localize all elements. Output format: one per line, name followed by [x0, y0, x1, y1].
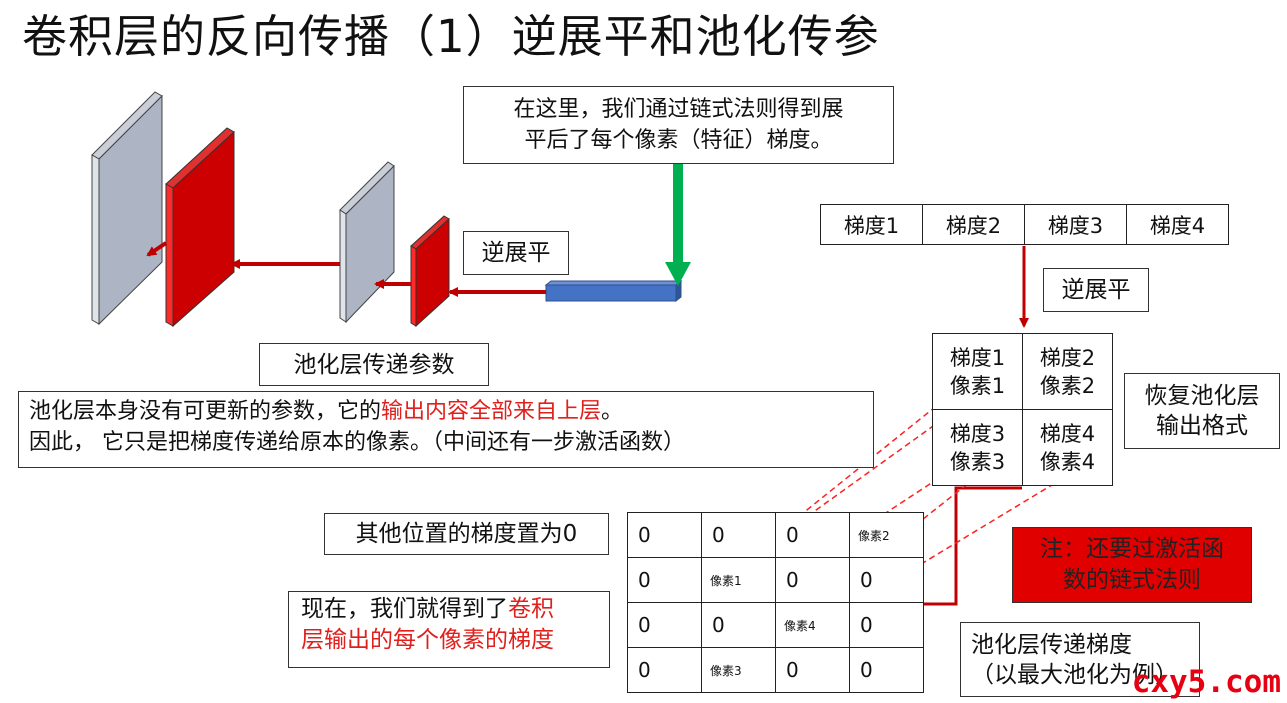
conv-output-gradient-grid: 0 0 0 像素2 0 像素1 0 0 0 0 像素4 0 0 像素3 0 0: [627, 512, 924, 693]
grid-cell: 0: [627, 557, 702, 603]
grid-cell: 0: [627, 647, 702, 693]
callout-line-2: 平后了每个像素（特征）梯度。: [524, 128, 833, 153]
warning-activation-note: 注：还要过激活函 数的链式法则: [1012, 527, 1252, 603]
grid-cell: 0: [849, 647, 924, 693]
grid-cell: 0: [775, 557, 850, 603]
label-unflatten-right: 逆展平: [1043, 268, 1149, 312]
label-unflatten-left: 逆展平: [463, 231, 569, 275]
gradient-cell: 梯度3: [1024, 204, 1127, 245]
watermark-logo: cxy5.com: [1131, 664, 1281, 700]
pool-explanation-line-2: 因此， 它只是把梯度传递给原本的像素。（中间还有一步激活函数）: [29, 430, 685, 455]
pool-explanation: 池化层本身没有可更新的参数，它的输出内容全部来自上层。 因此， 它只是把梯度传递…: [18, 391, 874, 468]
conv-output-layer-gray: [91, 91, 163, 326]
callout-chain-rule: 在这里，我们通过链式法则得到展 平后了每个像素（特征）梯度。: [463, 86, 894, 164]
small-layer-red: [410, 215, 450, 328]
grid-cell: 0: [775, 512, 850, 558]
grid-cell: 0: [701, 602, 776, 648]
grid-cell-pixel: 像素3: [701, 647, 776, 693]
grid-cell: 0: [627, 602, 702, 648]
label-zero-fill: 其他位置的梯度置为0: [324, 513, 609, 555]
arrow-big-red-to-gray: [146, 241, 168, 257]
arrow-pool-pass-gradient: [892, 486, 1022, 609]
label-pool-pass-gradient: 池化层传递梯度 （以最大池化为例）: [960, 622, 1200, 697]
grid-cell: 0: [775, 647, 850, 693]
pool-output-layer-red: [165, 127, 235, 328]
grid-cell-pixel: 像素4: [775, 602, 850, 648]
highlight-red-text: 输出内容全部来自上层: [381, 399, 602, 424]
grid-cell-pixel: 像素1: [701, 557, 776, 603]
label-pool-pass-params: 池化层传递参数: [259, 343, 489, 386]
flattened-vector: [544, 279, 683, 303]
grid-cell: 0: [627, 512, 702, 558]
grid-cell: 0: [849, 557, 924, 603]
page-title: 卷积层的反向传播（1）逆展平和池化传参: [22, 10, 880, 63]
label-restore-format: 恢复池化层 输出格式: [1124, 373, 1280, 449]
grid-cell-pixel: 像素2: [849, 512, 924, 558]
gradient-cell: 梯度2: [922, 204, 1025, 245]
arrow-green-down: [665, 163, 691, 286]
callout-line-1: 在这里，我们通过链式法则得到展: [513, 97, 844, 122]
pool-explanation-line-1: 池化层本身没有可更新的参数，它的输出内容全部来自上层。: [29, 399, 624, 424]
grid-cell: 0: [849, 602, 924, 648]
gradient-row-table: 梯度1 梯度2 梯度3 梯度4: [820, 204, 1229, 245]
gradient-cell: 梯度1: [820, 204, 923, 245]
small-layer-gray: [339, 161, 395, 324]
result-note: 现在，我们就得到了卷积 层输出的每个像素的梯度: [288, 591, 610, 668]
gradient-cell: 梯度4: [1126, 204, 1229, 245]
grid-cell: 0: [701, 512, 776, 558]
